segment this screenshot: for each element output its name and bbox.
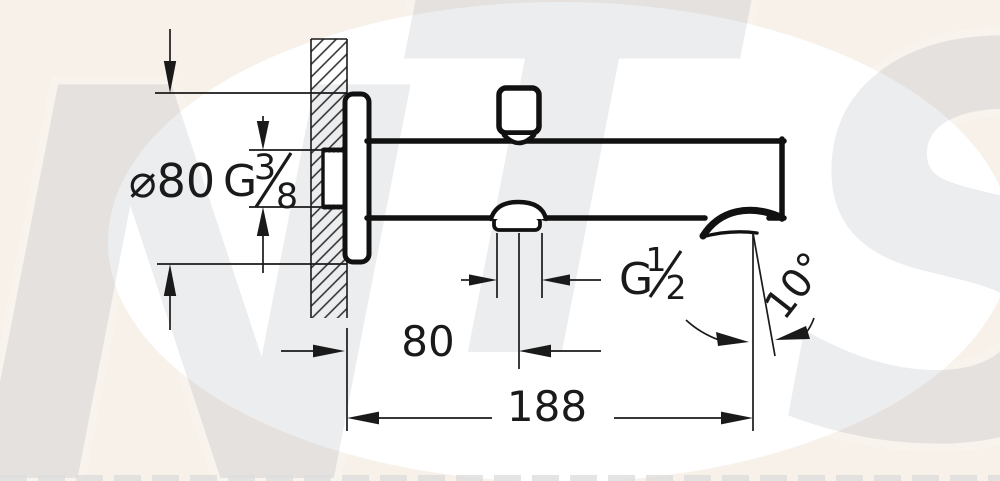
fraction-slash-g12 xyxy=(648,250,683,298)
arrow-inlet-bottom xyxy=(256,207,270,236)
label-inlet-thread-denominator: 8 xyxy=(276,177,298,217)
arrow-g12-left xyxy=(469,274,497,286)
spout-mouth-upper-lip xyxy=(699,206,782,240)
angle-arc-left xyxy=(685,319,720,341)
inlet-connector xyxy=(321,148,347,209)
arrow-angle-right xyxy=(775,326,810,340)
spout-mouth-lower-lip xyxy=(700,230,759,239)
diverter-knob xyxy=(496,85,542,136)
arrow-flange-dia-bottom xyxy=(163,264,177,296)
wall-flange xyxy=(342,91,372,265)
label-flange-diameter: ⌀80 xyxy=(129,154,215,208)
label-outlet-thread-numerator: 1 xyxy=(646,240,667,279)
arrow-80-left xyxy=(313,344,345,358)
label-inlet-thread-numerator: 3 xyxy=(254,148,276,188)
arrow-flange-dia-top xyxy=(163,61,177,93)
arrow-188-left xyxy=(347,411,379,425)
dimension-arrowheads xyxy=(163,61,810,425)
watermark-letter-s: S xyxy=(780,0,1000,481)
arrow-angle-left xyxy=(716,332,749,346)
arrow-inlet-top xyxy=(256,121,270,150)
arrow-g12-right xyxy=(542,274,570,286)
outlet-dome xyxy=(488,199,549,222)
watermark-letter-t: T xyxy=(380,0,755,470)
label-outlet-thread: G 1 2 xyxy=(619,240,687,307)
spout-body xyxy=(321,85,787,265)
arrow-80-right xyxy=(519,344,551,358)
label-outlet-thread-denominator: 2 xyxy=(666,268,687,307)
label-spout-reach: 188 xyxy=(507,382,587,431)
label-inlet-thread-prefix: G xyxy=(223,156,257,207)
label-wall-to-outlet: 80 xyxy=(401,317,454,366)
diverter-knob-neck xyxy=(501,132,537,146)
label-outlet-thread-prefix: G xyxy=(619,254,653,305)
fraction-slash-g38 xyxy=(254,152,293,208)
label-inlet-thread: G 3 8 xyxy=(223,148,298,217)
angle-reference-line xyxy=(752,232,776,357)
dimension-lines xyxy=(155,29,815,431)
arrow-188-right xyxy=(721,411,753,425)
